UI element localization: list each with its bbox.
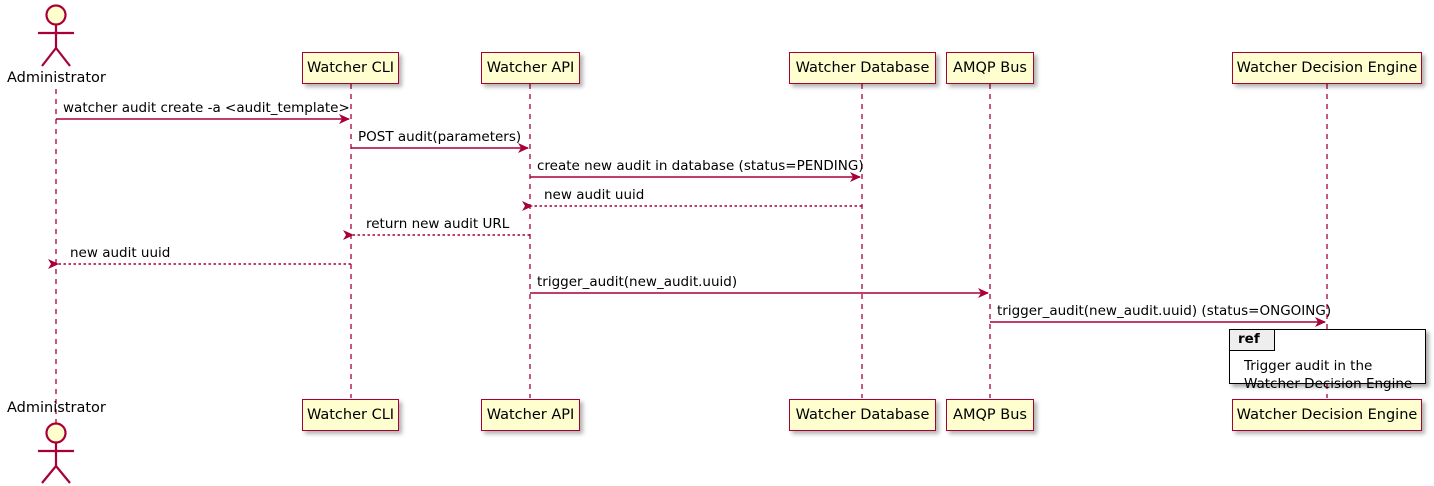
- participant-watcher-api-top[interactable]: Watcher API: [481, 52, 580, 84]
- participant-label: Watcher Decision Engine: [1236, 406, 1418, 423]
- message-text: trigger_audit(new_audit.uuid): [537, 274, 738, 290]
- participant-label: Watcher CLI: [306, 59, 395, 76]
- ref-fragment-operator-tab: ref: [1230, 330, 1275, 351]
- actor-name: Administrator: [7, 400, 106, 416]
- participant-watcher-decision-engine-top[interactable]: Watcher Decision Engine: [1232, 52, 1422, 84]
- participant-label: Watcher API: [486, 59, 575, 76]
- message-text: watcher audit create -a <audit_template>: [63, 100, 350, 116]
- actor-figure-bottom: [38, 422, 74, 484]
- participant-watcher-database-top[interactable]: Watcher Database: [789, 52, 936, 84]
- message-arrows: [48, 114, 1326, 327]
- participant-label: AMQP Bus: [953, 406, 1027, 423]
- message-label-create-new-audit: create new audit in database (status=PEN…: [537, 158, 864, 174]
- ref-fragment-body: Trigger audit in the Watcher Decision En…: [1230, 354, 1425, 393]
- ref-fragment: ref Trigger audit in the Watcher Decisio…: [1229, 329, 1426, 392]
- message-label-return-new-audit-url: return new audit URL: [366, 216, 510, 232]
- participant-label: Watcher Database: [795, 59, 930, 76]
- actor-name: Administrator: [7, 70, 106, 86]
- participant-amqp-bus-top[interactable]: AMQP Bus: [946, 52, 1034, 84]
- message-text: POST audit(parameters): [358, 129, 522, 145]
- message-text: create new audit in database (status=PEN…: [537, 158, 864, 174]
- participant-amqp-bus-bottom[interactable]: AMQP Bus: [946, 399, 1034, 431]
- participant-label: Watcher Database: [795, 406, 930, 423]
- message-text: new audit uuid: [70, 245, 171, 261]
- message-label-watcher-audit-create: watcher audit create -a <audit_template>: [63, 100, 350, 116]
- participant-watcher-decision-engine-bottom[interactable]: Watcher Decision Engine: [1232, 399, 1422, 431]
- participant-watcher-api-bottom[interactable]: Watcher API: [481, 399, 580, 431]
- actor-figure-top: [38, 4, 74, 67]
- actor-label-administrator-top: Administrator: [7, 70, 106, 86]
- message-text: new audit uuid: [544, 187, 645, 203]
- participant-label: Watcher API: [486, 406, 575, 423]
- message-label-new-audit-uuid-db: new audit uuid: [544, 187, 645, 203]
- ref-body-line-1: Trigger audit in the: [1244, 358, 1373, 374]
- ref-operator-label: ref: [1238, 331, 1260, 347]
- lifelines: [55, 84, 1328, 432]
- participant-label: Watcher Decision Engine: [1236, 59, 1418, 76]
- message-text: return new audit URL: [366, 216, 510, 232]
- participant-watcher-database-bottom[interactable]: Watcher Database: [789, 399, 936, 431]
- participant-watcher-cli-top[interactable]: Watcher CLI: [302, 52, 399, 84]
- participant-label: AMQP Bus: [953, 59, 1027, 76]
- participant-label: Watcher CLI: [306, 406, 395, 423]
- message-label-trigger-audit: trigger_audit(new_audit.uuid): [537, 274, 738, 290]
- message-label-post-audit: POST audit(parameters): [358, 129, 522, 145]
- message-label-new-audit-uuid-cli: new audit uuid: [70, 245, 171, 261]
- message-text: trigger_audit(new_audit.uuid) (status=ON…: [997, 303, 1332, 319]
- message-label-trigger-audit-ongoing: trigger_audit(new_audit.uuid) (status=ON…: [997, 303, 1332, 319]
- actor-label-administrator-bottom: Administrator: [7, 400, 106, 416]
- ref-body-line-2: Watcher Decision Engine: [1244, 376, 1413, 393]
- participant-watcher-cli-bottom[interactable]: Watcher CLI: [302, 399, 399, 431]
